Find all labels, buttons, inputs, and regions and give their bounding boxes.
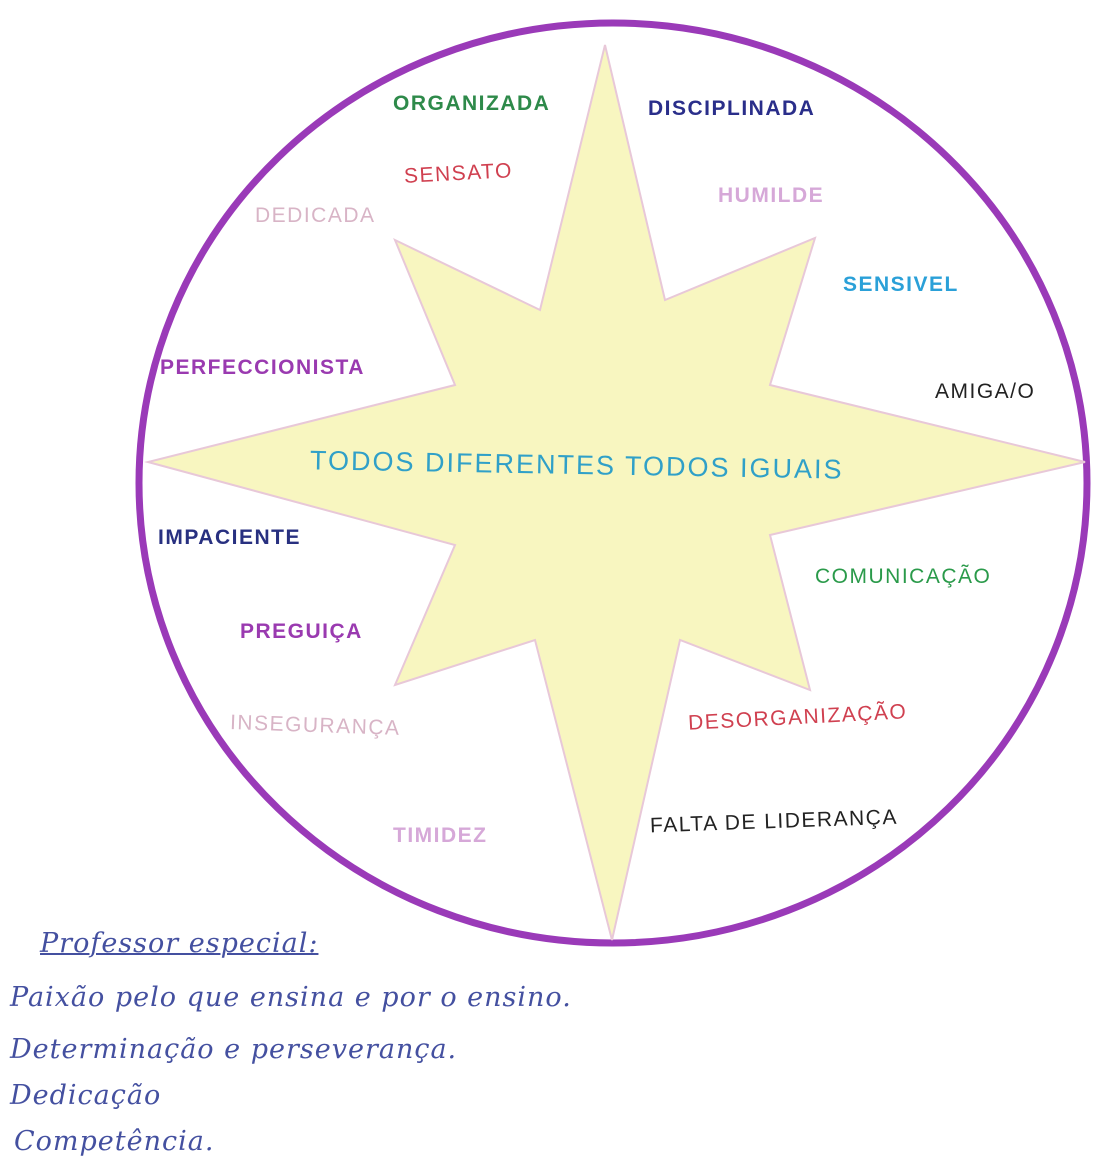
label-sensivel: SENSIVEL	[843, 273, 959, 296]
eight-point-star	[144, 44, 1086, 941]
label-preguica: PREGUIÇA	[240, 620, 363, 643]
label-perfeccionista: PERFECCIONISTA	[160, 356, 365, 379]
notes-title: Professor especial:	[40, 928, 319, 959]
notes-line: Dedicação	[10, 1080, 162, 1111]
notes-line: Determinação e perseverança.	[10, 1034, 458, 1065]
notes-line: Paixão pelo que ensina e por o ensino.	[10, 982, 572, 1013]
label-comunicacao: COMUNICAÇÃO	[815, 565, 992, 588]
label-amigo: AMIGA/O	[935, 380, 1036, 403]
label-humilde: HUMILDE	[718, 184, 825, 207]
label-impaciente: IMPACIENTE	[158, 526, 301, 549]
notes-line: Competência.	[14, 1126, 215, 1157]
label-organizada: ORGANIZADA	[393, 92, 551, 115]
label-dedicada: DEDICADA	[255, 204, 376, 227]
label-disciplinada: DISCIPLINADA	[648, 97, 816, 120]
label-timidez: TIMIDEZ	[393, 824, 488, 847]
circle-outline	[135, 19, 1091, 947]
